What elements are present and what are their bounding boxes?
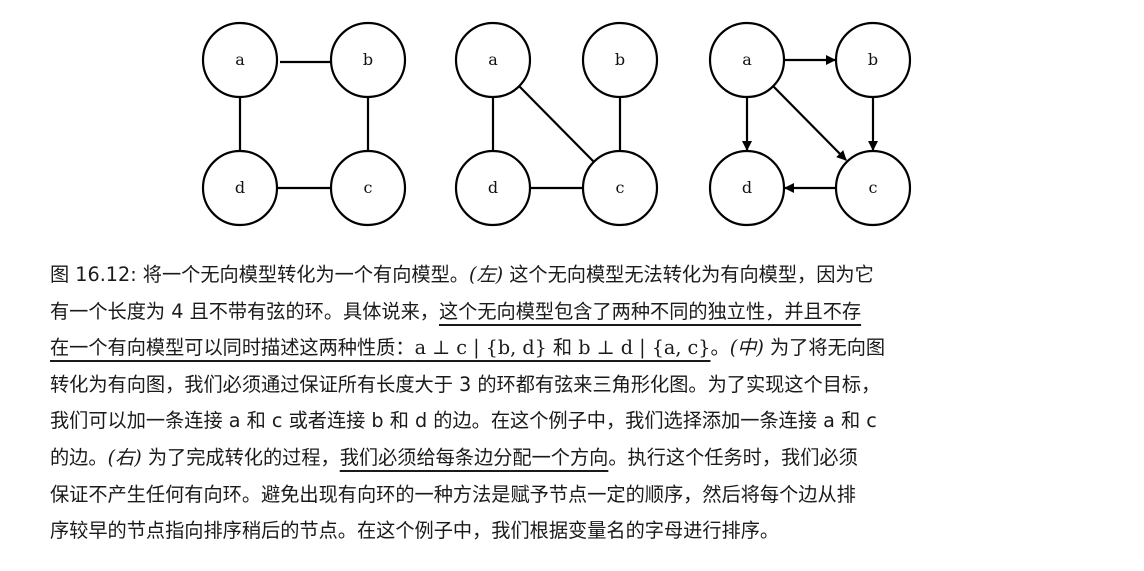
node-label-c: c bbox=[616, 178, 625, 197]
caption-text: 为了完成转化的过程， bbox=[141, 445, 340, 469]
caption-underlined-text: 在一个有向模型可以同时描述这两种性质： bbox=[50, 336, 415, 360]
caption-text: 。执行这个任务时，我们必须 bbox=[608, 445, 858, 469]
right-graph: a b d c bbox=[708, 21, 912, 227]
caption-middle-label: (中) bbox=[729, 336, 764, 360]
caption-line-6: 的边。(右) 为了完成转化的过程，我们必须给每条边分配一个方向。执行这个任务时，… bbox=[50, 440, 1110, 477]
caption-line-3: 在一个有向模型可以同时描述这两种性质：a ⊥ c | {b, d} 和 b ⊥ … bbox=[50, 330, 1110, 367]
figure: a b d c a b d c bbox=[0, 0, 1144, 250]
caption-line-4: 转化为有向图，我们必须通过保证所有长度大于 3 的环都有弦来三角形化图。为了实现… bbox=[50, 367, 1110, 404]
edge-a-c bbox=[518, 85, 595, 163]
node-d bbox=[201, 149, 279, 227]
node-label-d: d bbox=[742, 178, 752, 197]
node-label-a: a bbox=[742, 50, 752, 69]
figure-caption: 图 16.12: 将一个无向模型转化为一个有向模型。(左) 这个无向模型无法转化… bbox=[50, 257, 1110, 550]
caption-line-5: 我们可以加一条连接 a 和 c 或者连接 b 和 d 的边。在这个例子中，我们选… bbox=[50, 403, 1110, 440]
caption-text: 保证不产生任何有向环。避免出现有向环的一种方法是赋予节点一定的顺序，然后将每个边… bbox=[50, 482, 856, 506]
node-b bbox=[329, 21, 407, 99]
node-d bbox=[708, 149, 786, 227]
caption-text: 。 bbox=[710, 336, 730, 360]
node-d bbox=[454, 149, 532, 227]
caption-line-8: 序较早的节点指向排序稍后的节点。在这个例子中，我们根据变量名的字母进行排序。 bbox=[50, 513, 1110, 550]
caption-text: 为了将无向图 bbox=[763, 336, 886, 360]
caption-right-label: (右) bbox=[107, 445, 142, 469]
left-graph: a b d c bbox=[201, 21, 407, 227]
node-label-d: d bbox=[488, 178, 498, 197]
graph-figure: a b d c a b d c bbox=[201, 21, 912, 227]
arrow-a-c bbox=[772, 85, 847, 161]
caption-text: 的边。 bbox=[50, 445, 108, 469]
caption-text: 这个无向模型无法转化为有向模型，因为它 bbox=[503, 263, 874, 286]
node-label-a: a bbox=[488, 50, 498, 69]
node-label-d: d bbox=[235, 178, 245, 197]
caption-underlined-text: 我们必须给每条边分配一个方向 bbox=[339, 445, 609, 469]
independence-formula: a ⊥ c | {b, d} 和 b ⊥ d | {a, c} bbox=[414, 336, 711, 360]
caption-text: 序较早的节点指向排序稍后的节点。在这个例子中，我们根据变量名的字母进行排序。 bbox=[50, 519, 780, 543]
node-a bbox=[454, 21, 532, 99]
node-c bbox=[834, 149, 912, 227]
node-b bbox=[834, 21, 912, 99]
middle-graph: a b d c bbox=[454, 21, 659, 227]
node-label-b: b bbox=[615, 50, 625, 69]
node-a bbox=[201, 21, 279, 99]
caption-text: 转化为有向图，我们必须通过保证所有长度大于 3 的环都有弦来三角形化图。为了实现… bbox=[50, 372, 881, 396]
node-label-c: c bbox=[364, 178, 373, 197]
node-label-b: b bbox=[363, 50, 373, 69]
caption-underlined-text: 这个无向模型包含了两种不同的独立性，并且不存 bbox=[438, 299, 862, 323]
caption-text: 有一个长度为 4 且不带有弦的环。具体说来， bbox=[50, 299, 439, 323]
node-a bbox=[708, 21, 786, 99]
node-label-c: c bbox=[869, 178, 878, 197]
node-c bbox=[581, 149, 659, 227]
caption-left-label: (左) bbox=[468, 263, 504, 286]
caption-text: 图 16.12: 将一个无向模型转化为一个有向模型。 bbox=[50, 263, 469, 286]
node-b bbox=[581, 21, 659, 99]
caption-line-1: 图 16.12: 将一个无向模型转化为一个有向模型。(左) 这个无向模型无法转化… bbox=[50, 257, 1110, 294]
node-c bbox=[329, 149, 407, 227]
node-label-b: b bbox=[868, 50, 878, 69]
caption-text: 我们可以加一条连接 a 和 c 或者连接 b 和 d 的边。在这个例子中，我们选… bbox=[50, 409, 877, 433]
caption-line-2: 有一个长度为 4 且不带有弦的环。具体说来，这个无向模型包含了两种不同的独立性，… bbox=[50, 294, 1110, 331]
caption-line-7: 保证不产生任何有向环。避免出现有向环的一种方法是赋予节点一定的顺序，然后将每个边… bbox=[50, 477, 1110, 514]
node-label-a: a bbox=[235, 50, 245, 69]
